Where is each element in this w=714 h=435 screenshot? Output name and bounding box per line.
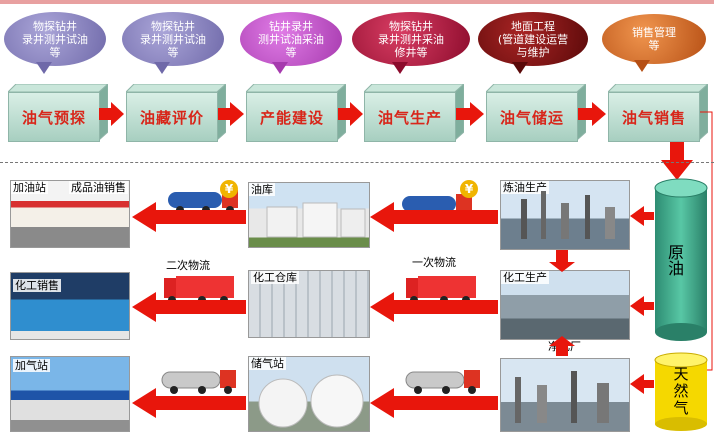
yen-icon: ¥ bbox=[460, 180, 478, 198]
stage-label: 产能建设 bbox=[259, 108, 324, 127]
right-arrow bbox=[99, 102, 124, 126]
gas-tanker-truck-icon bbox=[161, 370, 236, 394]
left-arrow bbox=[132, 202, 246, 232]
stage-box: 油气预探 bbox=[8, 84, 108, 142]
refinery-photo: 炼油生产 bbox=[500, 180, 630, 250]
process-bubble: 物探钻井 录井测井试油 等 bbox=[4, 12, 106, 66]
down-arrow bbox=[549, 250, 575, 272]
stage-label: 油气生产 bbox=[377, 108, 442, 127]
right-arrow bbox=[218, 102, 244, 126]
stage-box: 油藏评价 bbox=[126, 84, 226, 142]
primary-logistics-label: 一次物流 bbox=[412, 256, 456, 269]
chem-production-photo: 化工生产 bbox=[500, 270, 630, 340]
gas-storage-photo: 储气站 bbox=[248, 356, 370, 432]
left-arrow bbox=[630, 296, 654, 316]
left-arrow bbox=[630, 374, 654, 394]
stage-box: 油气生产 bbox=[364, 84, 464, 142]
process-bubble: 物探钻井 录井测井采油 修井等 bbox=[352, 12, 470, 66]
bubble-tail bbox=[634, 60, 650, 72]
stage-label: 油藏评价 bbox=[139, 108, 204, 127]
right-arrow bbox=[456, 102, 484, 126]
stage-label: 油气储运 bbox=[499, 108, 564, 127]
right-arrow bbox=[338, 102, 363, 126]
section-divider bbox=[0, 162, 714, 163]
left-arrow bbox=[132, 388, 246, 418]
gas-station-photo: 加油站 成品油销售 bbox=[10, 180, 130, 248]
stage-label: 油气预探 bbox=[21, 108, 86, 127]
bubble-tail bbox=[512, 62, 528, 74]
chem-sales-photo: 化工销售 bbox=[10, 272, 130, 340]
left-arrow bbox=[630, 206, 654, 226]
oil-depot-photo: 油库 bbox=[248, 182, 370, 248]
chem-warehouse-photo: 化工仓库 bbox=[248, 270, 370, 338]
top-border bbox=[0, 0, 714, 4]
bubble-tail bbox=[392, 62, 408, 74]
down-arrow bbox=[661, 142, 693, 180]
left-arrow bbox=[370, 292, 498, 322]
purification-plant-photo bbox=[500, 358, 630, 432]
crude-oil-tank: 原油 bbox=[654, 178, 708, 342]
yen-icon: ¥ bbox=[220, 180, 238, 198]
process-bubble: 销售管理 等 bbox=[602, 14, 706, 64]
left-arrow bbox=[370, 388, 498, 418]
right-arrow bbox=[578, 102, 606, 126]
left-arrow bbox=[370, 202, 498, 232]
stage-label: 油气销售 bbox=[621, 108, 686, 127]
process-bubble: 地面工程 (管道建设运营 与维护 bbox=[478, 12, 588, 66]
stage-box: 产能建设 bbox=[246, 84, 346, 142]
stage-box: 油气销售 bbox=[608, 84, 708, 142]
natural-gas-tank: 天 然 气 bbox=[654, 352, 708, 432]
crude-oil-label: 原油 bbox=[665, 244, 684, 276]
natural-gas-label: 天 然 气 bbox=[673, 365, 689, 417]
bubble-tail bbox=[272, 62, 288, 74]
gas-filling-photo: 加气站 bbox=[10, 356, 130, 432]
bubble-tail bbox=[36, 62, 52, 74]
up-arrow bbox=[549, 336, 575, 356]
gas-tanker-truck-icon bbox=[405, 370, 480, 394]
bubble-tail bbox=[154, 62, 170, 74]
secondary-logistics-label: 二次物流 bbox=[166, 259, 210, 272]
process-bubble: 钻井录井 测井试油采油 等 bbox=[240, 12, 342, 66]
process-bubble: 物探钻井 录井测井试油 等 bbox=[122, 12, 224, 66]
left-arrow bbox=[132, 292, 246, 322]
